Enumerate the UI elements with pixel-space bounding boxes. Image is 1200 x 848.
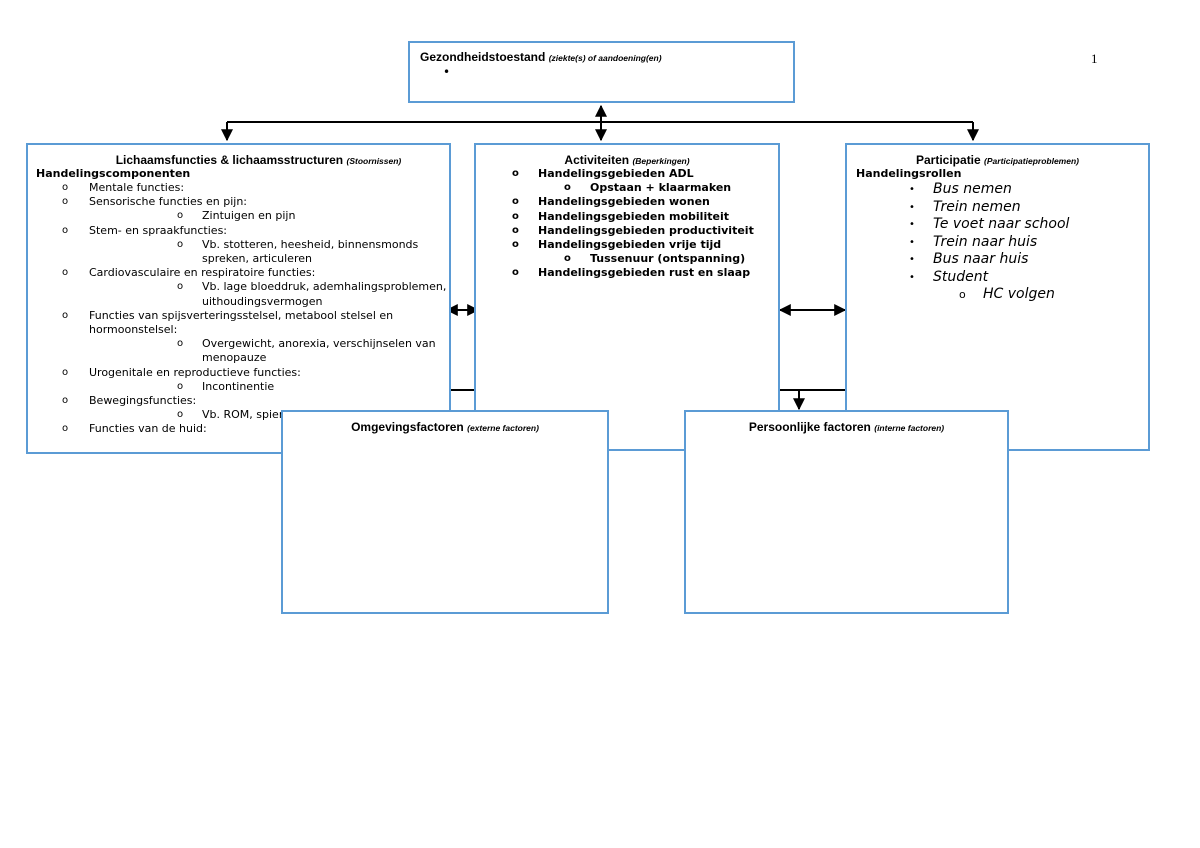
- participation-box: Participatie (Participatieproblemen) Han…: [845, 143, 1150, 451]
- bullet-marker: •: [443, 65, 451, 79]
- participation-list: •Bus nemen •Trein nemen •Te voet naar sc…: [847, 181, 1148, 304]
- activities-title: Activiteiten (Beperkingen): [564, 153, 690, 167]
- environmental-factors-title: Omgevingsfactoren (externe factoren): [351, 420, 539, 434]
- body-functions-heading: Handelingscomponenten: [36, 167, 191, 180]
- personal-factors-box: Persoonlijke factoren (interne factoren): [684, 410, 1009, 614]
- body-functions-box: Lichaamsfuncties & lichaamsstructuren (S…: [26, 143, 451, 454]
- list-item: •Bus naar huis: [909, 251, 1029, 267]
- page-number: 1: [1091, 51, 1098, 66]
- participation-heading: Handelingsrollen: [856, 167, 962, 180]
- environmental-factors-box: Omgevingsfactoren (externe factoren): [281, 410, 609, 614]
- list-item: •Te voet naar school: [909, 216, 1070, 232]
- personal-factors-title: Persoonlijke factoren (interne factoren): [748, 420, 945, 434]
- list-item: •Bus nemen: [909, 181, 1012, 197]
- list-item: •Student: [909, 268, 989, 285]
- list-item: •Trein naar huis: [909, 233, 1038, 250]
- health-condition-box: Gezondheidstoestand (ziekte(s) of aandoe…: [408, 41, 795, 103]
- participation-title: Participatie (Participatieproblemen): [916, 153, 1079, 167]
- list-item: •Trein nemen: [909, 198, 1021, 215]
- body-functions-title: Lichaamsfuncties & lichaamsstructuren (S…: [115, 153, 402, 167]
- health-condition-title: Gezondheidstoestand (ziekte(s) of aandoe…: [420, 50, 662, 64]
